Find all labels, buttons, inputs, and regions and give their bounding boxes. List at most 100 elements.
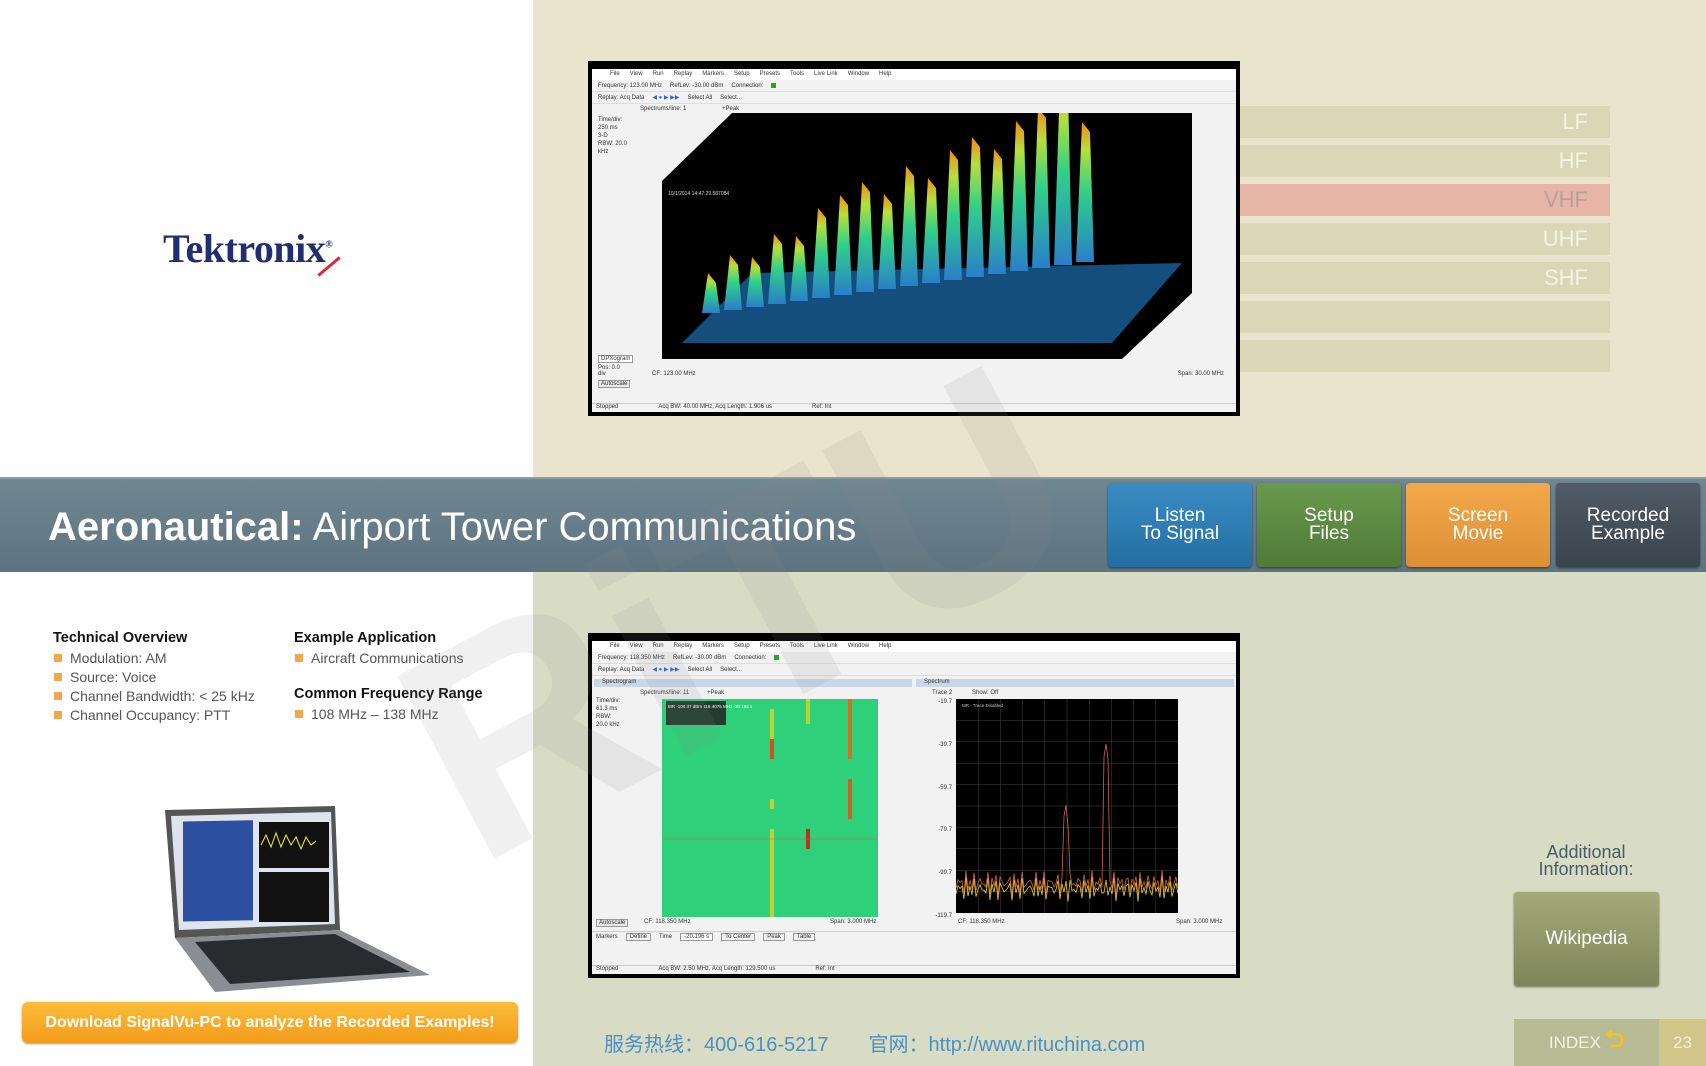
peak-button[interactable]: Peak [763, 933, 785, 941]
spectrogram-pane-title: Spectrogram [594, 679, 912, 687]
peak-label: +Peak [707, 690, 725, 696]
menu-item[interactable]: Setup [733, 71, 750, 77]
menu-item[interactable]: Help [879, 71, 892, 77]
menu-item[interactable]: Markers [702, 71, 724, 77]
y-tick-label: -119.7 [935, 913, 952, 919]
menu-item[interactable]: Run [652, 71, 664, 77]
band-shf[interactable]: SHF [1240, 262, 1610, 294]
y-tick-label: -19.7 [938, 699, 952, 705]
y-axis-ticks: -19.7 -39.7 -59.7 -79.7 -99.7 -119.7 [928, 699, 952, 919]
define-button[interactable]: Define [625, 933, 652, 941]
band-empty [1240, 301, 1610, 333]
signal-trace [770, 739, 774, 759]
signal-trace [770, 829, 774, 917]
menu-item[interactable]: File [610, 71, 620, 77]
band-lf[interactable]: LF [1240, 106, 1610, 138]
to-center-button[interactable]: To Center [721, 933, 756, 941]
menu-item[interactable]: Replay [673, 71, 693, 77]
svg-text:MR -100.37 dBm 118.4075 MHz -2: MR -100.37 dBm 118.4075 MHz -20.196 s [668, 704, 753, 709]
spectrum-peak [1032, 113, 1050, 268]
spectrum-peak [1010, 121, 1028, 271]
spectrum-peak [922, 178, 940, 283]
spectrum-peak [812, 208, 830, 298]
menu-item[interactable]: Markers [702, 643, 724, 649]
spectrum-peak [1076, 122, 1094, 262]
menu-item[interactable]: Window [847, 71, 870, 77]
index-button[interactable]: INDEX⮌ [1514, 1019, 1659, 1066]
autoscale-button[interactable]: Autoscale [596, 919, 629, 927]
screenshot-3d-spectrum: File View Run Replay Markers Setup Presets Tool… [588, 61, 1240, 416]
menu-item[interactable]: Run [652, 643, 664, 649]
menu-bar: File View Run Replay Markers Setup Presets Tool… [592, 69, 1236, 80]
spectrogram-plot: MR -100.37 dBm 118.4075 MHz -20.196 s [662, 699, 878, 917]
band-hf[interactable]: HF [1240, 145, 1610, 177]
spectrum-peak [702, 273, 720, 313]
menu-item[interactable]: View [629, 71, 643, 77]
spectrum-peak [878, 194, 896, 289]
spectrum-pane-title: Spectrum [916, 679, 1234, 687]
autoscale-button[interactable]: Autoscale [598, 380, 631, 388]
y-tick-label: -79.7 [938, 827, 952, 834]
cf-label: CF: 118.350 MHz [644, 919, 691, 925]
peak-label: +Peak [722, 106, 740, 112]
signal-trace [848, 779, 852, 819]
menu-item[interactable]: Setup [733, 643, 750, 649]
menu-item[interactable]: Tools [789, 71, 804, 77]
display-dropdown[interactable]: DPXogram [598, 355, 634, 363]
menu-item[interactable]: Live Link [814, 71, 838, 77]
menu-item[interactable]: File [610, 643, 620, 649]
menu-item[interactable]: Presets [759, 71, 780, 77]
menu-item[interactable]: View [629, 643, 643, 649]
signal-trace [806, 699, 810, 724]
cf-label: CF: 123.00 MHz [652, 371, 696, 377]
menu-item[interactable]: Help [879, 643, 892, 649]
menu-item[interactable]: Live Link [814, 643, 838, 649]
tektronix-logo: Tektronix® [163, 225, 341, 277]
spectrum-peak [834, 195, 852, 295]
cf-label: CF: 118.350 MHz [958, 919, 1005, 925]
spectrum-peak [856, 182, 874, 292]
noise-floor [682, 263, 1182, 343]
screenshot-spectrogram: File View Run Replay Markers Setup Presets Tool… [588, 633, 1240, 978]
footer-contact: 服务热线：400-616-5217 官网：http://www.rituchin… [604, 1034, 1146, 1056]
table-button[interactable]: Table [792, 933, 816, 941]
wikipedia-button[interactable]: Wikipedia [1514, 892, 1659, 986]
menu-item[interactable]: Tools [789, 643, 804, 649]
y-tick-label: -39.7 [938, 741, 952, 748]
download-signalvu-button[interactable]: Download SignalVu-PC to analyze the Reco… [22, 1002, 518, 1043]
page-number: 23 [1659, 1019, 1706, 1066]
menu-item[interactable]: Presets [759, 643, 780, 649]
band-vhf[interactable]: VHF [1240, 184, 1610, 216]
menu-item[interactable]: Replay [673, 643, 693, 649]
y-tick-label: -99.7 [938, 870, 952, 877]
span-label: Span: 3.000 MHz [1176, 919, 1223, 925]
svg-text:MR - Trace Disabled: MR - Trace Disabled [962, 703, 1004, 708]
menu-item[interactable]: Window [847, 643, 870, 649]
spectrum-peak [900, 166, 918, 286]
pos-label: Pos: 0.0 div [598, 365, 621, 377]
page-title: Aeronautical: Airport Tower Communicatio… [48, 505, 857, 549]
spectrum-peak [746, 257, 764, 307]
signal-trace [848, 699, 852, 759]
spectrum-peak [1054, 113, 1072, 265]
trace-label: Trace 2 [932, 690, 953, 696]
span-label: Span: 3.000 MHz [830, 919, 877, 925]
band-uhf[interactable]: UHF [1240, 223, 1610, 255]
spectrum-peak [790, 236, 808, 301]
y-tick-label: -59.7 [938, 784, 952, 791]
